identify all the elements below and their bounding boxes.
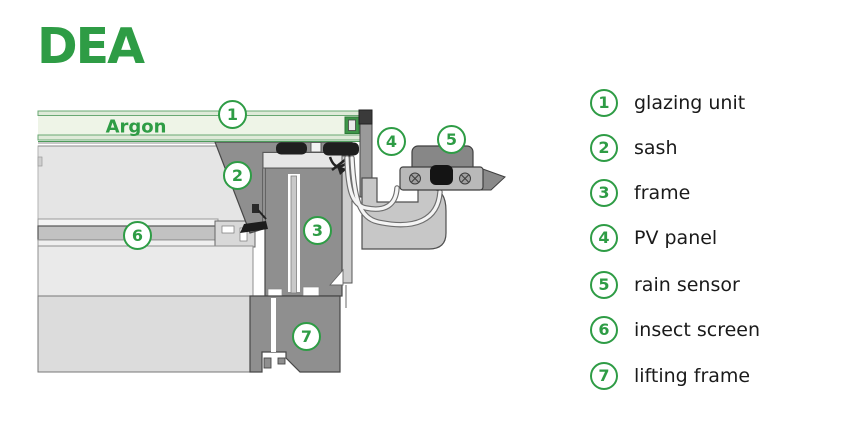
argon-gas-label: Argon	[106, 117, 167, 138]
glazing-unit: Argon	[37, 110, 361, 142]
callout-number: 7	[300, 326, 313, 346]
lower-bands	[37, 245, 254, 373]
rain-sensor	[399, 145, 506, 191]
callout-frame: 3	[303, 216, 332, 245]
callout-rain-sensor: 5	[437, 125, 466, 154]
under-glass-band	[37, 142, 247, 223]
callout-number: 1	[226, 104, 239, 124]
sash-profile	[214, 141, 353, 234]
screw-icon	[409, 172, 421, 185]
callout-number: 4	[385, 131, 398, 151]
callout-lifting-frame: 7	[292, 322, 321, 351]
callout-number: 6	[131, 225, 144, 245]
screw-icon	[459, 172, 471, 185]
callout-pv-panel: 4	[377, 127, 406, 156]
sensor-cables	[344, 155, 443, 228]
sensor-cable-port	[430, 165, 453, 185]
glass-pane-bottom	[37, 134, 361, 141]
callout-insect-screen: 6	[123, 221, 152, 250]
callout-number: 2	[231, 165, 244, 185]
callout-number: 5	[445, 129, 458, 149]
brand-logo: DEA	[37, 18, 145, 75]
callout-glazing-unit: 1	[218, 100, 247, 129]
callout-number: 3	[311, 220, 324, 240]
callout-sash: 2	[223, 161, 252, 190]
glass-pane-top	[37, 110, 361, 116]
